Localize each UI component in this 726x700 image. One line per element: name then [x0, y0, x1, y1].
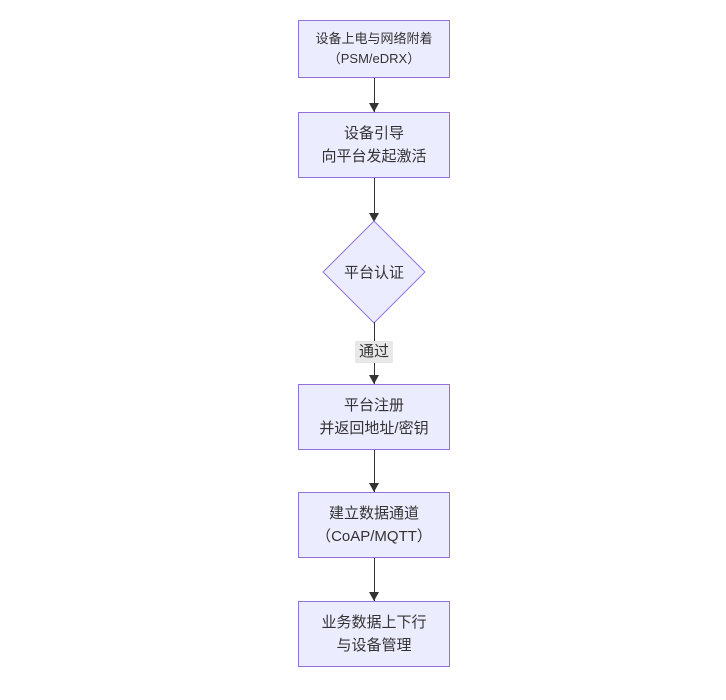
node-platform-register: 平台注册 并返回地址/密钥 — [298, 384, 450, 450]
node-label-line: 平台认证 — [343, 264, 405, 282]
node-label-line: 业务数据上下行 — [321, 614, 427, 631]
edge-label-pass: 通过 — [354, 341, 394, 363]
node-label-line: 设备上电与网络附着 — [315, 31, 433, 46]
node-label-line: （CoAP/MQTT） — [316, 528, 432, 545]
node-label-line: 平台注册 — [343, 397, 404, 414]
node-label-line: 设备引导 — [343, 125, 404, 142]
node-device-bootstrap: 设备引导 向平台发起激活 — [298, 112, 450, 178]
node-label-line: （PSM/eDRX） — [327, 51, 421, 66]
node-label-line: 与设备管理 — [336, 637, 412, 654]
node-label-line: 建立数据通道 — [328, 505, 419, 522]
arrowhead-icon — [369, 103, 379, 112]
node-label-line: 并返回地址/密钥 — [319, 420, 429, 437]
arrowhead-icon — [369, 213, 379, 222]
node-label-line: 向平台发起激活 — [321, 148, 427, 165]
edge-arrow-e-f — [369, 558, 379, 601]
edge-arrow-b-c — [369, 178, 379, 222]
node-business-data-device-mgmt: 业务数据上下行 与设备管理 — [298, 601, 450, 667]
arrowhead-icon — [369, 375, 379, 384]
arrowhead-icon — [369, 592, 379, 601]
edge-arrow-d-e — [369, 450, 379, 492]
edge-arrow-a-b — [369, 78, 379, 112]
node-power-on-network-attach: 设备上电与网络附着 （PSM/eDRX） — [298, 20, 450, 78]
node-data-channel: 建立数据通道 （CoAP/MQTT） — [298, 492, 450, 558]
node-platform-auth-decision: 平台认证 — [322, 220, 426, 324]
arrowhead-icon — [369, 483, 379, 492]
